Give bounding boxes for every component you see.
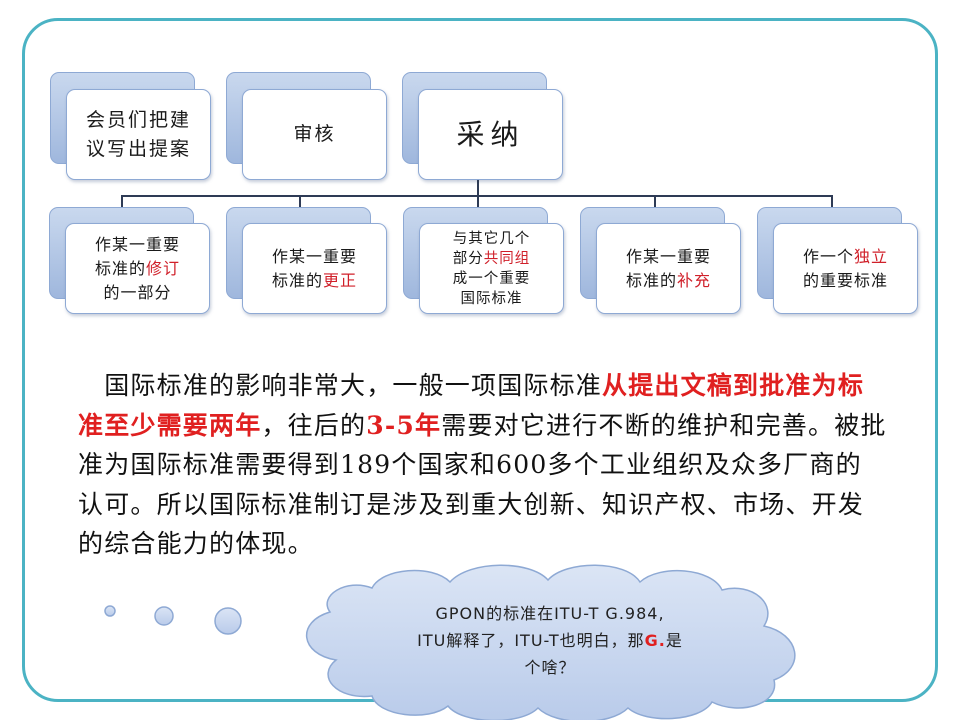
bottom-box-2-line-1: 部分共同组 bbox=[453, 249, 531, 269]
top-box-1: 审核 bbox=[242, 89, 387, 180]
bottom-box-2-highlight: 共同组 bbox=[483, 250, 531, 267]
bottom-box-0-text: 标准的 bbox=[94, 258, 146, 278]
top-box-0-line-1: 议写出提案 bbox=[85, 137, 191, 160]
para-text-2: ，往后的 bbox=[261, 410, 367, 440]
bottom-box-0-line-2: 的一部分 bbox=[103, 282, 172, 302]
bottom-box-2: 与其它几个 部分共同组 成一个重要 国际标准 bbox=[419, 223, 564, 314]
cloud-line-2-highlight: G. bbox=[644, 631, 666, 650]
bottom-box-0-line-0: 作某一重要 bbox=[94, 234, 180, 254]
bottom-box-4-highlight: 独立 bbox=[854, 246, 889, 266]
bottom-box-1: 作某一重要 标准的更正 bbox=[242, 223, 387, 314]
para-text-3: 需要对它进行不断的维护和完善。被批准为国际标准需要得到189个国家和600多个工… bbox=[78, 410, 887, 559]
cloud-line-3: 个啥？ bbox=[524, 658, 576, 677]
para-highlight-1: 从提出文稿到批准为标准至少需要两年 bbox=[78, 371, 865, 440]
bottom-box-2-line-2: 成一个重要 bbox=[452, 270, 531, 287]
cloud-text: GPON的标准在ITU-T G.984, ITU解释了，ITU-T也明白，那G.… bbox=[340, 600, 760, 681]
bottom-box-4-line-0: 作一个独立 bbox=[803, 245, 888, 269]
bottom-box-1-line-1: 标准的更正 bbox=[272, 269, 357, 293]
bottom-box-2-line-0: 与其它几个 bbox=[452, 230, 531, 247]
bottom-box-4-line-1: 的重要标准 bbox=[802, 270, 888, 290]
bottom-box-4: 作一个独立 的重要标准 bbox=[773, 223, 918, 314]
top-box-1-line-0: 审核 bbox=[293, 123, 336, 145]
bottom-box-3-text: 标准的 bbox=[625, 270, 677, 290]
top-box-0-line-0: 会员们把建 bbox=[85, 108, 191, 131]
connector-drop-1 bbox=[299, 195, 301, 209]
bottom-box-3-line-1: 标准的补充 bbox=[626, 269, 711, 293]
bottom-box-3-line-0: 作某一重要 bbox=[625, 246, 711, 266]
cloud-line-2: ITU解释了，ITU-T也明白，那G.是 bbox=[340, 627, 760, 654]
bottom-box-0: 作某一重要 标准的修订 的一部分 bbox=[65, 223, 210, 314]
top-box-0: 会员们把建 议写出提案 bbox=[66, 89, 211, 180]
cloud-line-2-b: 是 bbox=[665, 631, 683, 650]
cloud-line-2-a: ITU解释了，ITU-T也明白，那 bbox=[417, 631, 645, 650]
bottom-box-1-highlight: 更正 bbox=[323, 270, 358, 290]
bottom-box-2-line-3: 国际标准 bbox=[460, 290, 523, 307]
connector-drop-3 bbox=[654, 195, 656, 209]
bottom-box-3: 作某一重要 标准的补充 bbox=[596, 223, 741, 314]
para-text-1: 国际标准的影响非常大，一般一项国际标准 bbox=[104, 371, 603, 400]
bottom-box-2-text: 部分 bbox=[452, 250, 484, 267]
bottom-box-1-line-0: 作某一重要 bbox=[271, 246, 357, 266]
connector-trunk bbox=[477, 180, 479, 196]
bottom-box-0-line-1: 标准的修订 bbox=[95, 257, 180, 281]
cloud-line-1: GPON的标准在ITU-T G.984, bbox=[435, 604, 665, 623]
para-highlight-2: 3-5年 bbox=[366, 410, 442, 440]
connector-drop-2 bbox=[477, 195, 479, 209]
bottom-box-0-highlight: 修订 bbox=[146, 258, 181, 278]
body-paragraph: 国际标准的影响非常大，一般一项国际标准从提出文稿到批准为标准至少需要两年，往后的… bbox=[78, 366, 888, 564]
top-box-2-line-0: 采纳 bbox=[456, 118, 525, 151]
top-box-2: 采纳 bbox=[418, 89, 563, 180]
bottom-box-3-highlight: 补充 bbox=[677, 270, 712, 290]
bottom-box-1-text: 标准的 bbox=[271, 270, 323, 290]
connector-drop-4 bbox=[831, 195, 833, 209]
bottom-box-4-text: 作一个 bbox=[802, 246, 854, 266]
connector-drop-0 bbox=[121, 195, 123, 209]
